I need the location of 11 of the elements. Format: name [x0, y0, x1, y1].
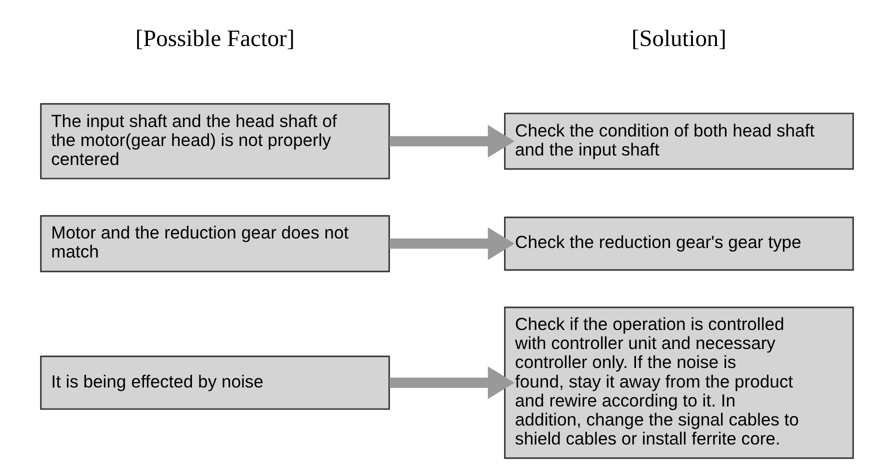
arrow [388, 124, 514, 158]
node-box: Motor and the reduction gear does not match [40, 215, 390, 272]
arrow [388, 227, 514, 260]
label: [Possible Factor] [134, 26, 294, 52]
label: [Solution] [631, 26, 726, 52]
node-box: It is being effected by noise [40, 356, 390, 410]
arrow [388, 366, 514, 400]
node-box: Check if the operation is controlled with controller unit and necessary controller only. If the noise is found, stay it away from the product and rewire according to it. In addition, change the signal cables to shield cables or install ferrite core. [504, 306, 854, 459]
node-box: Check the condition of both head shaft and the input shaft [504, 112, 854, 170]
node-box: The input shaft and the head shaft of the motor(gear head) is not properly centered [40, 103, 390, 180]
node-box: Check the reduction gear's gear type [504, 216, 854, 271]
